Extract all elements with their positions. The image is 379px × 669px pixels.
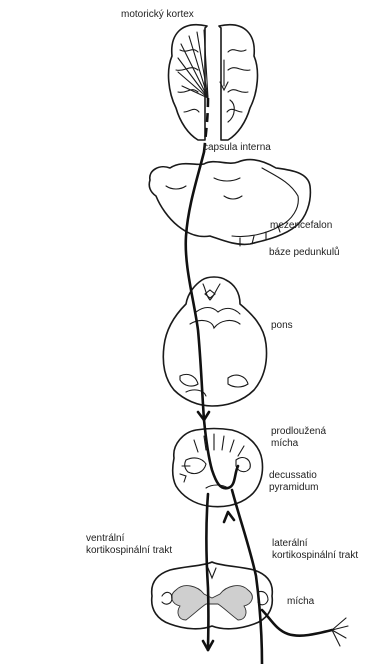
label-micha: mícha: [287, 596, 314, 608]
brain-section: [169, 25, 258, 140]
label-lateral-corticospinal-tract: laterální kortikospinální trakt: [272, 538, 358, 562]
label-motor-cortex: motorický kortex: [121, 9, 194, 21]
label-decussatio-pyramidum: decussatio pyramidum: [269, 470, 318, 494]
label-prodlouzena-micha: prodloužená mícha: [271, 426, 326, 450]
label-mezencefalon: mezencefalon: [270, 220, 332, 232]
label-baze-pedunkulu: báze pedunkulů: [269, 247, 340, 259]
label-capsula-interna: capsula interna: [203, 142, 271, 154]
pons-section: [163, 277, 266, 406]
medulla-section: [173, 429, 263, 507]
mesencephalon-section: [149, 160, 310, 246]
label-pons: pons: [271, 320, 293, 332]
label-ventral-corticospinal-tract: ventrální kortikospinální trakt: [86, 533, 172, 557]
